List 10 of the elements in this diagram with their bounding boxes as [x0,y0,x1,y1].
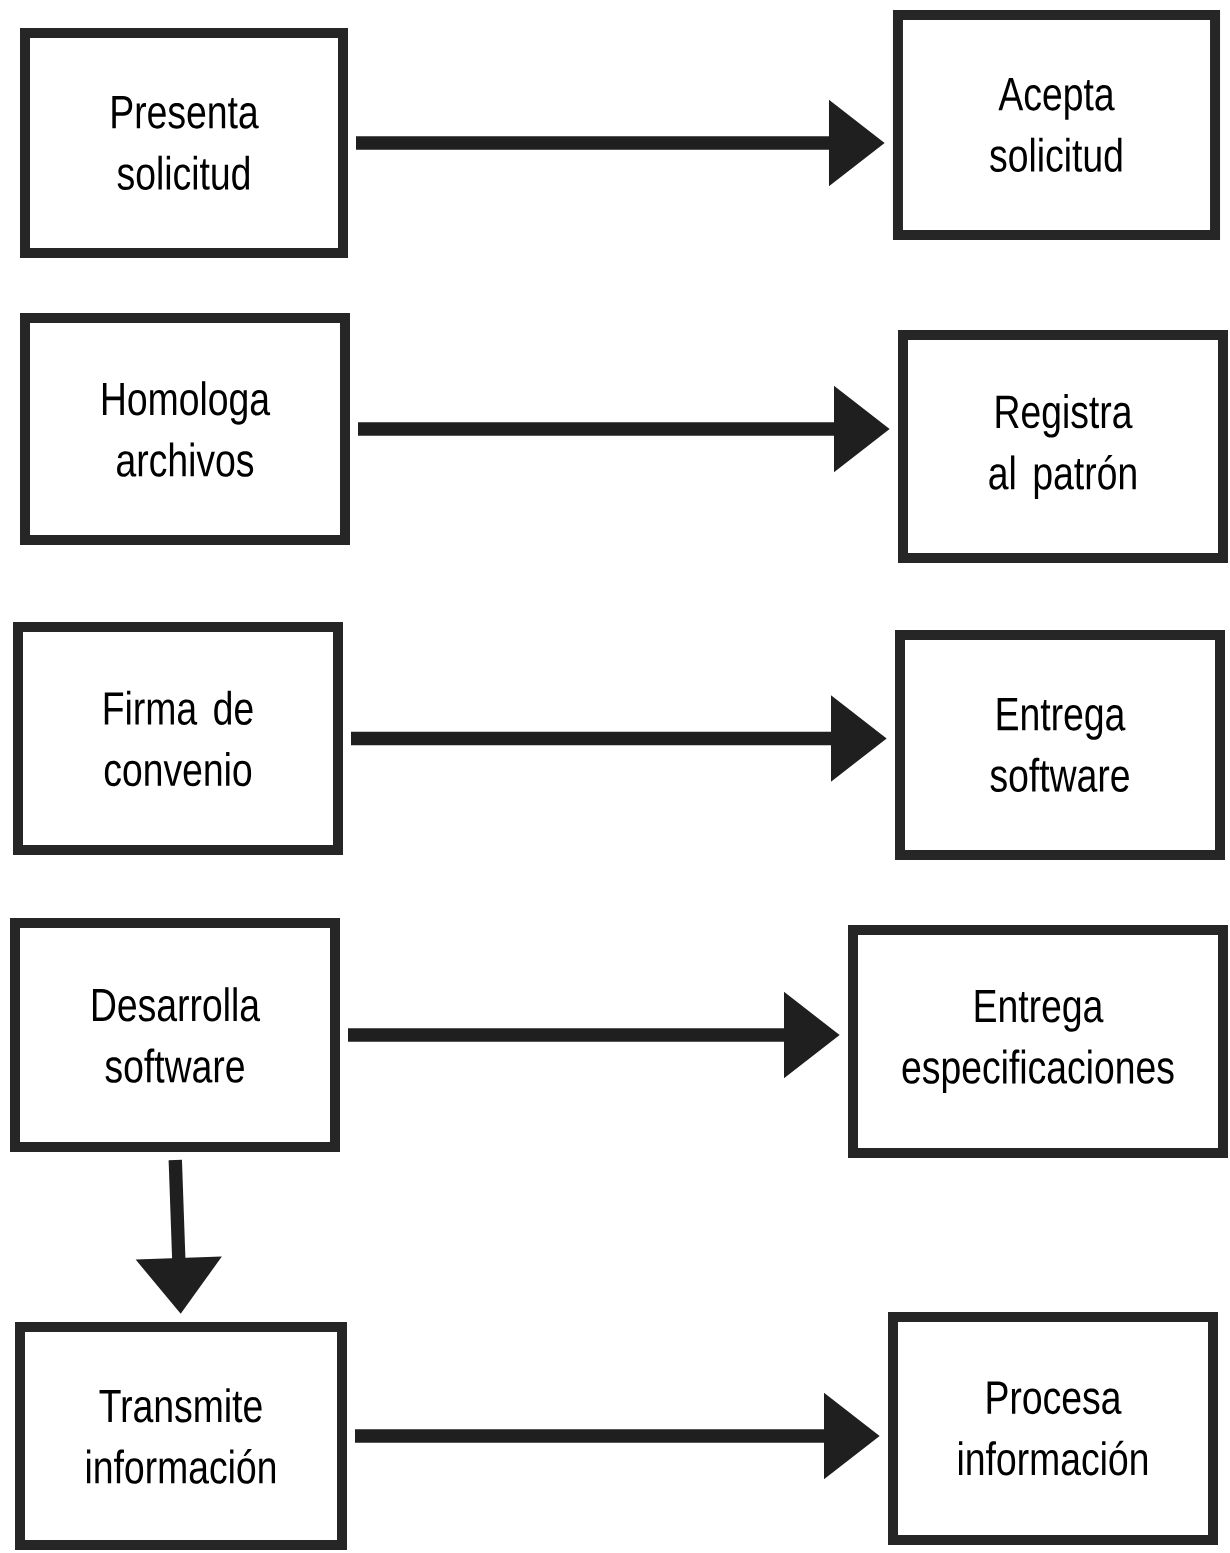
process-box: Procesa información [888,1312,1218,1545]
process-box: Entrega especificaciones [848,925,1228,1158]
process-box: Entrega software [895,630,1225,860]
process-box: Presenta solicitud [20,28,348,258]
process-box: Registra al patrón [898,330,1228,563]
process-box: Firma de convenio [13,622,343,855]
process-box: Transmite información [15,1322,347,1550]
process-box: Acepta solicitud [892,10,1221,240]
process-box: Desarrolla software [10,918,340,1152]
process-box: Homologa archivos [20,313,350,545]
